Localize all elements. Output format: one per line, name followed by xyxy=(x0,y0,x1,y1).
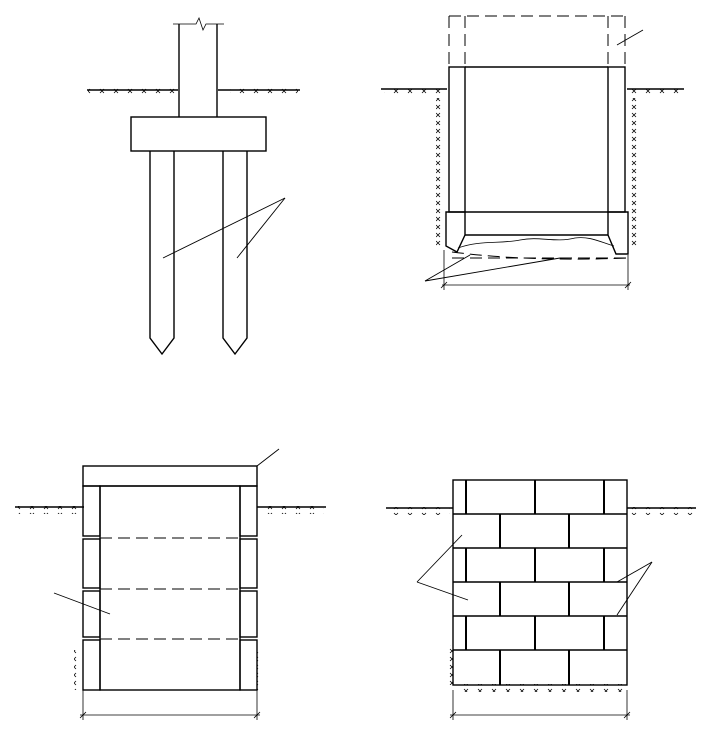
future-caisson-section xyxy=(448,15,626,67)
panel-caisson-sinking xyxy=(381,15,684,290)
extension-leader xyxy=(616,29,644,46)
caisson-wall-left xyxy=(448,66,466,213)
soil-right-c xyxy=(257,650,267,690)
ground-surface-left-c xyxy=(15,506,84,514)
cutting-edge-leaders xyxy=(424,254,561,282)
pile-cap xyxy=(130,116,267,152)
panel-pile-foundation xyxy=(87,16,300,356)
brick-head-joints xyxy=(465,480,605,685)
construction-joints xyxy=(100,537,240,640)
excavation-soil-right xyxy=(627,98,637,248)
caisson-wall-right xyxy=(607,66,626,213)
ground-surface-left-b xyxy=(381,88,447,96)
ground-surface-right-d xyxy=(627,507,696,515)
top-slab xyxy=(82,465,258,487)
dimension-line-b xyxy=(440,250,632,290)
ground-surface-right-c xyxy=(257,506,326,514)
brick-leaders-right xyxy=(616,561,653,616)
concrete-fill xyxy=(99,485,241,691)
pile-right xyxy=(222,151,248,356)
ground-surface-right-b xyxy=(627,88,684,96)
brick-leaders-left xyxy=(416,534,469,601)
wall-segments-left xyxy=(82,485,101,691)
ground-surface-right-a xyxy=(218,88,300,96)
soil-bottom-d xyxy=(457,684,625,692)
dimension-line-d xyxy=(449,690,631,720)
column xyxy=(173,16,224,117)
excavation-soil-left xyxy=(436,98,446,248)
cutting-edge-right xyxy=(607,211,629,255)
slab-leader xyxy=(256,448,280,467)
panel-cast-in-place-caisson xyxy=(15,448,326,720)
spoil-top xyxy=(457,237,615,249)
ground-surface-left-a xyxy=(87,88,178,96)
wall-segments-right xyxy=(239,485,258,691)
joint-leader xyxy=(53,592,111,615)
dimension-line-c xyxy=(79,690,261,720)
ground-surface-left-d xyxy=(386,507,453,515)
pile-left xyxy=(149,151,175,356)
soil-left-c xyxy=(74,650,84,690)
pile-leader-lines xyxy=(162,197,286,259)
soil-left-d xyxy=(443,645,453,685)
panel-masonry-caisson xyxy=(386,479,696,720)
break-line xyxy=(173,16,224,32)
cutting-edge-left xyxy=(445,211,466,253)
brick-courses xyxy=(453,513,627,651)
